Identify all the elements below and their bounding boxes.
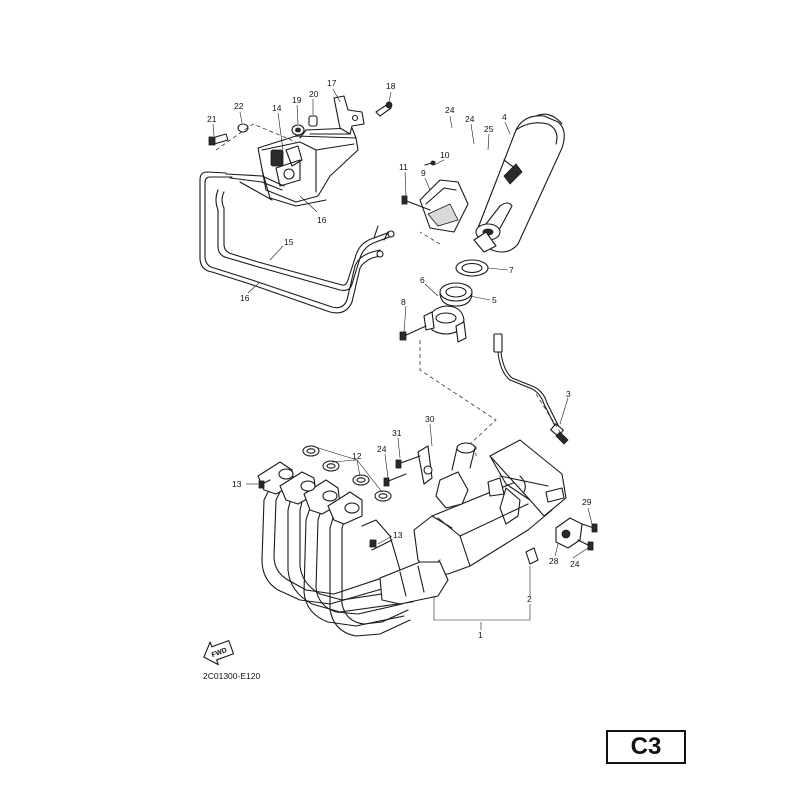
callout-15: 15 — [284, 237, 294, 247]
header-gaskets — [302, 445, 392, 502]
callout-29: 29 — [582, 497, 592, 507]
callout-6: 6 — [420, 275, 425, 285]
callout-2: 2 — [527, 594, 532, 604]
callout-1: 1 — [478, 630, 483, 640]
callout-3: 3 — [566, 389, 571, 399]
callout-28: 28 — [549, 556, 559, 566]
callout-20: 19 — [292, 95, 302, 105]
callout-leader-lines — [212, 88, 593, 630]
callout-16: 16 — [240, 293, 250, 303]
page-code-box: C3 — [606, 730, 686, 764]
callout-24-right: 24 — [570, 559, 580, 569]
callout-21: 20 — [309, 89, 319, 99]
forward-direction-arrow: FWD — [203, 640, 235, 666]
callout-8: 8 — [401, 297, 406, 307]
callout-18: 17 — [327, 78, 337, 88]
callout-7: 7 — [509, 265, 514, 275]
callout-19: 18 — [386, 81, 396, 91]
joint-clamps-gasket — [399, 259, 489, 343]
rear-mount-bracket — [525, 517, 598, 565]
muffler-silencer — [473, 113, 565, 253]
callout-11: 11 — [399, 162, 408, 172]
callout-23: 22 — [234, 101, 244, 111]
drawing-code: 2C01300-E120 — [203, 671, 260, 681]
page-code: C3 — [630, 733, 662, 760]
callout-4: 4 — [502, 112, 507, 122]
callout-30: 30 — [425, 414, 435, 424]
small-bracket-parts — [208, 95, 393, 146]
callout-14: 14 — [272, 103, 282, 113]
exhaust-valve-cables — [199, 171, 395, 314]
main-muffler-body — [383, 439, 567, 575]
callout-12: 12 — [352, 451, 362, 461]
callout-13-lower: 13 — [393, 530, 403, 540]
callout-26: 24 — [465, 114, 475, 124]
callout-10: 10 — [440, 150, 450, 160]
muffler-bracket-assembly — [257, 127, 359, 207]
callout-31: 31 — [392, 428, 402, 438]
callout-25: 24 — [445, 105, 455, 115]
callout-labels: 17 18 19 20 14 22 21 24 24 25 4 10 11 9 … — [207, 78, 592, 640]
callout-9: 9 — [421, 168, 426, 178]
exhaust-header-pipes — [257, 461, 449, 637]
callout-24-upper: 24 — [377, 444, 387, 454]
callout-27: 25 — [484, 124, 494, 134]
callout-22: 21 — [207, 114, 217, 124]
heat-protector — [401, 160, 469, 233]
callout-13-left: 13 — [232, 479, 242, 489]
callout-5: 5 — [492, 295, 497, 305]
oxygen-sensor — [493, 333, 569, 445]
callout-17: 16 — [317, 215, 327, 225]
